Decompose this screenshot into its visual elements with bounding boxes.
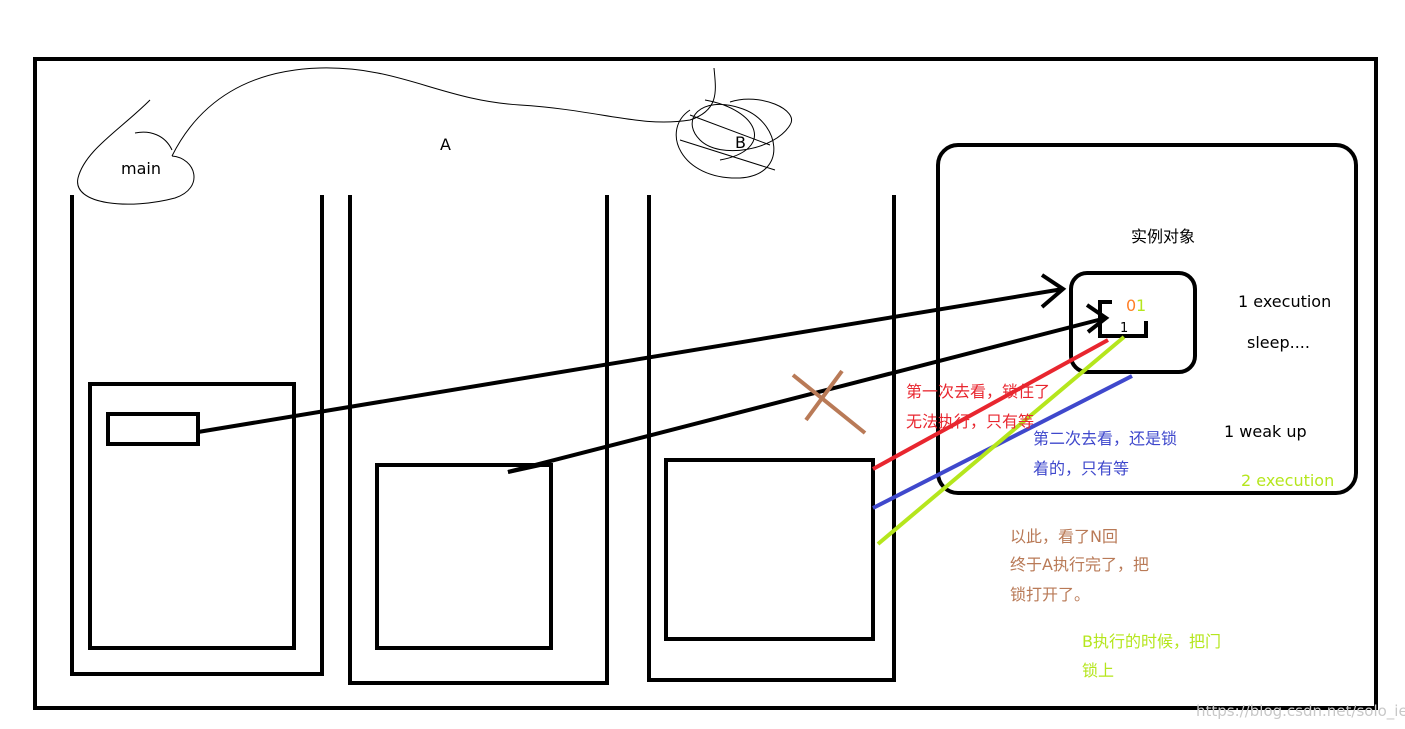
main-label: main <box>121 159 161 178</box>
b-frame <box>664 458 875 641</box>
first-attempt-line <box>872 338 1109 471</box>
b-stack <box>647 195 896 682</box>
a-ref-arrow-tail <box>507 463 541 474</box>
lock-state-0: 0 <box>1126 296 1136 315</box>
a-ref-arrowhead <box>1085 303 1110 334</box>
brown-note-1: 以此，看了N回 <box>1010 527 1118 546</box>
main-ref-arrowhead <box>1040 273 1067 309</box>
scribble-connector <box>77 67 716 205</box>
main-reference <box>106 412 200 446</box>
outer-frame <box>33 57 1378 710</box>
heap-panel <box>936 143 1358 495</box>
brown-note-2: 终于A执行完了，把 <box>1010 555 1149 574</box>
thread-a-label: A <box>440 135 451 154</box>
a-stack <box>348 195 609 685</box>
blue-note-1: 第二次去看，还是锁 <box>1033 429 1177 448</box>
thread-b-label: B <box>735 133 746 152</box>
instance-object-box <box>1069 271 1197 374</box>
red-note-1: 第一次去看，锁住了 <box>906 382 1050 401</box>
timeline-step-2: sleep.... <box>1247 333 1310 352</box>
a-ref-arrow <box>507 316 1107 474</box>
green-note-1: B执行的时候，把门 <box>1082 632 1221 651</box>
a-frame <box>375 463 553 650</box>
green-note-2: 锁上 <box>1082 661 1114 680</box>
scribble-b <box>675 98 793 179</box>
main-stack <box>70 195 324 676</box>
second-attempt-line <box>872 374 1133 510</box>
scribble-main <box>134 131 173 151</box>
brown-note-3: 锁打开了。 <box>1010 585 1090 604</box>
lock-state-1: 1 <box>1136 296 1146 315</box>
main-ref-arrow <box>197 287 1064 434</box>
watermark: https://blog.csdn.net/solo_ie <box>1196 702 1405 721</box>
timeline-step-1: 1 execution <box>1238 292 1331 311</box>
main-frame <box>88 382 296 650</box>
timeline-step-4: 2 execution <box>1241 471 1334 490</box>
timeline-step-3: 1 weak up <box>1224 422 1307 441</box>
blocked-x-1 <box>791 373 867 435</box>
acquire-line <box>876 335 1126 546</box>
lock-count: 1 <box>1120 321 1128 336</box>
instance-object-label: 实例对象 <box>1131 227 1195 246</box>
red-note-2: 无法执行，只有等 <box>906 412 1034 431</box>
blue-note-2: 着的，只有等 <box>1033 459 1129 478</box>
blocked-x-2 <box>804 369 844 422</box>
lock-monitor <box>1098 300 1148 338</box>
